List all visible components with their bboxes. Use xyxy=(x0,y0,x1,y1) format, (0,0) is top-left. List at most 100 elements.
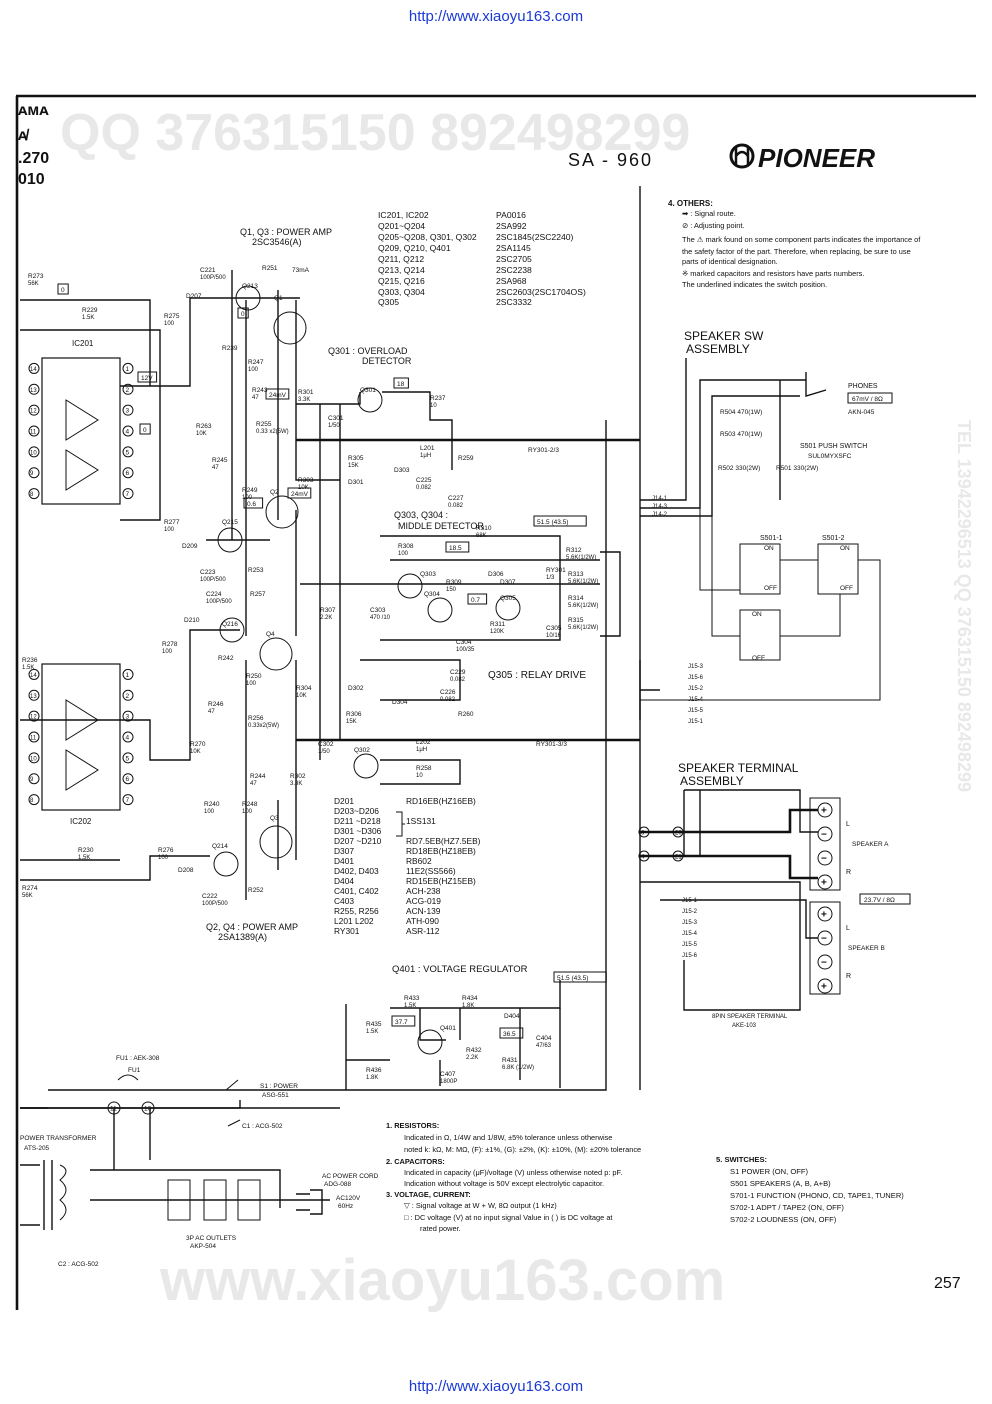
terminal-polarity: − xyxy=(821,854,827,865)
component-value: 100P/500 xyxy=(206,599,232,605)
component-label: R305 xyxy=(348,455,364,462)
ic-pin-number: 12 xyxy=(30,715,37,721)
voltage-value: 18 xyxy=(397,381,405,388)
component-label: Q214 xyxy=(212,843,228,850)
source-url-bottom[interactable]: http://www.xiaoyu163.com xyxy=(408,1378,584,1395)
component-value: 0.082 xyxy=(440,697,456,703)
component-value: 56K xyxy=(22,893,33,899)
ic-pin-number: 2 xyxy=(126,387,130,394)
label-speaker-sw-b: ASSEMBLY xyxy=(686,342,750,356)
component-value: 47 xyxy=(250,781,257,787)
svg-text:D307: D307 xyxy=(334,846,354,856)
svg-text:AC POWER CORD: AC POWER CORD xyxy=(322,1173,379,1180)
svg-text:ON: ON xyxy=(840,545,850,552)
component-label: R311 xyxy=(490,621,505,628)
component-label: R309 xyxy=(446,579,462,586)
component-label: C223 xyxy=(200,569,216,576)
component-value: 100 xyxy=(398,551,409,557)
component-value: 47 xyxy=(212,465,219,471)
label-q2-q4: Q2, Q4 : POWER AMP xyxy=(206,922,298,932)
voltage-value: 18.5 xyxy=(449,545,462,552)
component-label: Q304 xyxy=(424,591,440,598)
voltage-box xyxy=(467,593,488,605)
component-label: C305 xyxy=(546,625,562,632)
svg-text:C1 : ACG-502: C1 : ACG-502 xyxy=(242,1123,283,1130)
ic-pin xyxy=(28,773,40,785)
source-url-top[interactable]: http://www.xiaoyu163.com xyxy=(408,8,584,25)
component-label: Q303 xyxy=(420,571,436,578)
component-value: 100/35 xyxy=(456,647,475,653)
channel-label: R xyxy=(846,869,851,876)
svg-text:PHONES: PHONES xyxy=(848,383,878,390)
component-label: D303 xyxy=(394,467,410,474)
component-label: R274 xyxy=(22,885,38,892)
svg-text:2SC3332: 2SC3332 xyxy=(496,297,532,307)
component-label: R303 xyxy=(298,477,314,484)
component-value: 1.5K xyxy=(366,1029,378,1035)
component-value: 1.8K xyxy=(366,1075,378,1081)
voltage-box xyxy=(553,971,607,983)
connector-node-number: 20 xyxy=(675,831,682,837)
svg-text:noted k: kΩ, M: MΩ, (F): ±1%,: noted k: kΩ, M: MΩ, (F): ±1%, (G): ±2%, … xyxy=(404,1145,641,1154)
component-label: R252 xyxy=(248,887,264,894)
svg-text:D401: D401 xyxy=(334,856,354,866)
component-label: Q213 xyxy=(242,283,258,290)
component-value: 10K xyxy=(196,431,207,437)
connector-pin: J15-4 xyxy=(682,931,698,937)
component-label: R247 xyxy=(248,359,264,366)
svg-text:C403: C403 xyxy=(334,896,354,906)
ic-pin xyxy=(28,794,40,806)
component-value: 1800P xyxy=(440,1079,457,1085)
svg-text:Indication without voltage is: Indication without voltage is 50V except… xyxy=(404,1179,604,1188)
label-q2-q4-part: 2SA1389(A) xyxy=(218,932,267,942)
ic-pin xyxy=(28,752,40,764)
terminal-post xyxy=(817,930,833,946)
component-label: D209 xyxy=(182,543,198,550)
voltage-value: 0 xyxy=(61,287,65,294)
component-value: 1.5K xyxy=(22,665,34,671)
voltage-value: 0.7 xyxy=(471,597,480,604)
svg-text:D211 ~D218: D211 ~D218 xyxy=(334,816,381,826)
component-label: D207 xyxy=(186,293,202,300)
svg-text:rated power.: rated power. xyxy=(420,1224,461,1233)
svg-text:1. RESISTORS:: 1. RESISTORS: xyxy=(386,1121,439,1130)
component-value: 2.2K xyxy=(320,615,332,621)
label-q305: Q305 : RELAY DRIVE xyxy=(488,670,586,681)
terminal-post xyxy=(817,954,833,970)
terminal-post xyxy=(817,874,833,890)
ic-pin-number: 5 xyxy=(126,449,130,456)
component-value: 100P/500 xyxy=(200,275,226,281)
component-label: Q401 xyxy=(440,1025,456,1032)
component-label: C224 xyxy=(206,591,222,598)
svg-text:OFF: OFF xyxy=(752,655,765,662)
component-value: 120K xyxy=(490,629,504,635)
svg-text:ASR-112: ASR-112 xyxy=(406,926,440,936)
svg-text:R501 330(2W): R501 330(2W) xyxy=(776,465,818,472)
svg-text:SPEAKER A: SPEAKER A xyxy=(852,841,889,848)
component-value: 10/16 xyxy=(546,633,562,639)
svg-text:PA0016: PA0016 xyxy=(496,210,526,220)
component-value: 100P/500 xyxy=(202,901,228,907)
component-value: 5.6K(1/2W) xyxy=(566,555,596,561)
ic-pin xyxy=(28,488,40,500)
component-label: R237 xyxy=(430,395,446,402)
component-label: C404 xyxy=(536,1035,552,1042)
label-q401: Q401 : VOLTAGE REGULATOR xyxy=(392,964,528,975)
voltage-box xyxy=(139,423,151,435)
component-label: R230 xyxy=(78,847,94,854)
speaker-switch-assembly: S501-1 S501-2 ON OFF ON OFF ON OFF R504 … xyxy=(640,358,893,701)
connector-pin: J15-5 xyxy=(688,708,704,714)
svg-text:3P AC OUTLETS: 3P AC OUTLETS xyxy=(186,1235,237,1242)
terminal-post xyxy=(817,802,833,818)
component-label: R310 xyxy=(476,525,492,532)
svg-text:R255, R256: R255, R256 xyxy=(334,906,379,916)
component-label: Q1 xyxy=(274,295,283,302)
component-label: R433 xyxy=(404,995,420,1002)
connector-pin: J15-6 xyxy=(682,953,698,959)
ic-pin-number: 11 xyxy=(30,736,37,742)
voltage-value: 51.5 (43.5) xyxy=(537,519,568,526)
svg-text:S1 POWER (ON, OFF): S1 POWER (ON, OFF) xyxy=(730,1167,809,1176)
svg-text:RD7.5EB(HZ7.5EB): RD7.5EB(HZ7.5EB) xyxy=(406,836,481,846)
component-value: 47 xyxy=(252,395,259,401)
component-label: RY301-3/3 xyxy=(536,741,567,748)
